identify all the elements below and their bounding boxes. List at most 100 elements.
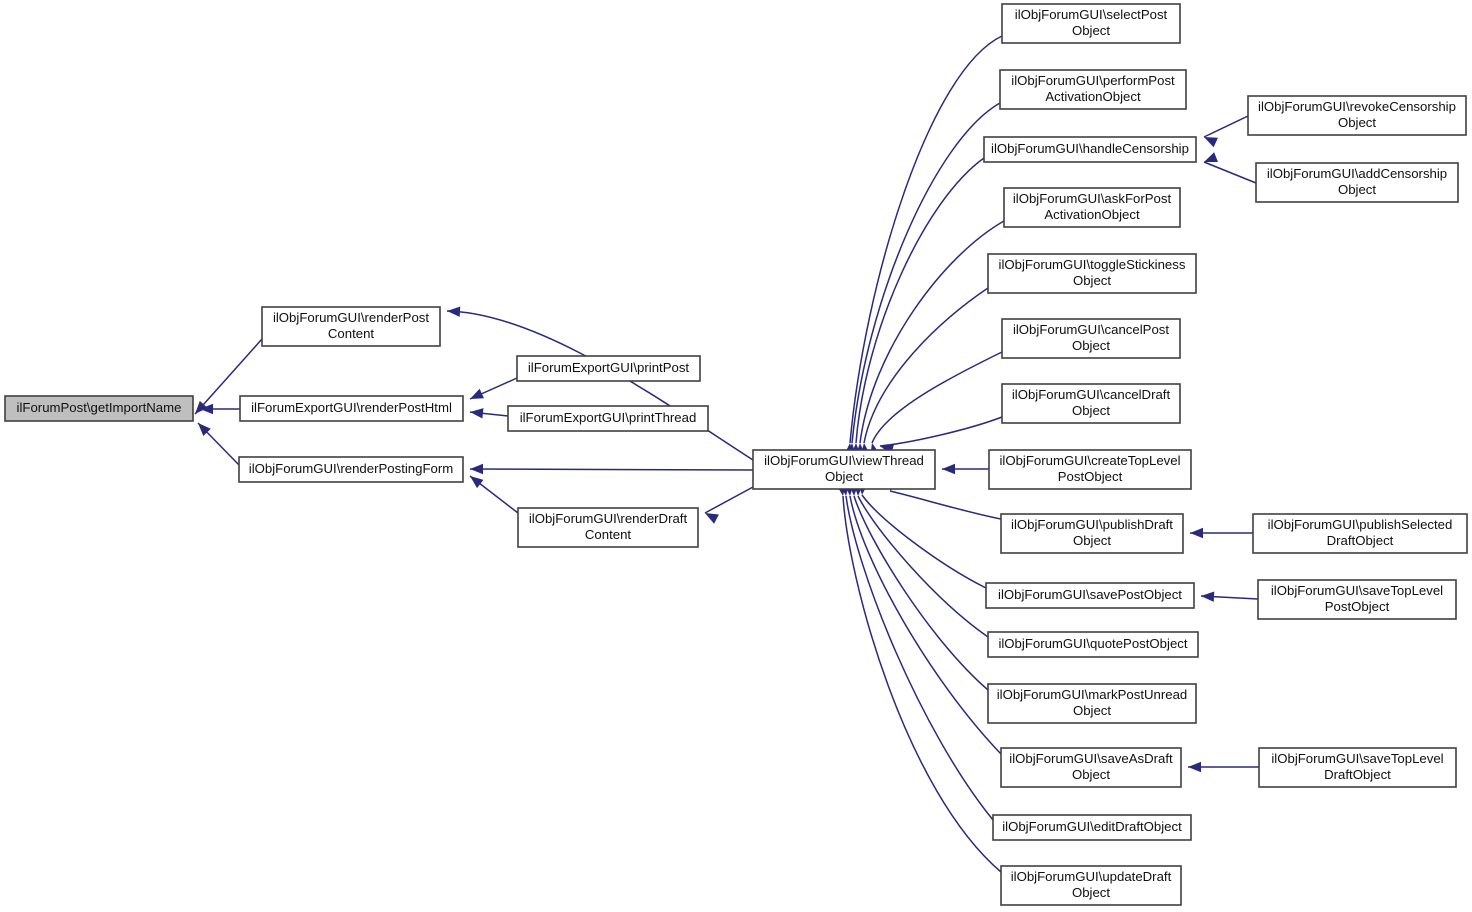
node-box[interactable] (261, 306, 441, 347)
call-edge (861, 494, 987, 589)
call-edge (842, 495, 1002, 873)
node-box[interactable] (999, 69, 1187, 110)
graph-node[interactable]: ilForumExportGUI\printPost (516, 355, 701, 382)
node-label: PostObject (1058, 469, 1123, 484)
call-edge (863, 287, 989, 444)
node-box[interactable] (752, 449, 936, 490)
node-label: ilObjForumGUI\viewThread (764, 453, 924, 468)
node-label: Object (1072, 338, 1110, 353)
node-box[interactable] (238, 456, 464, 483)
node-box[interactable] (985, 582, 1195, 609)
node-box[interactable] (1247, 95, 1467, 136)
node-box[interactable] (1000, 513, 1184, 554)
node-box[interactable] (987, 631, 1199, 658)
node-label: DraftObject (1324, 767, 1391, 782)
node-label: ilObjForumGUI\editDraftObject (1002, 819, 1182, 834)
node-box[interactable] (517, 507, 699, 548)
node-box[interactable] (988, 449, 1192, 490)
node-label: Object (1072, 767, 1110, 782)
node-box[interactable] (987, 683, 1197, 724)
graph-node[interactable]: ilObjForumGUI\renderPostingForm (238, 456, 464, 483)
node-label: ilObjForumGUI\askForPost (1013, 191, 1172, 206)
node-label: ilObjForumGUI\quotePostObject (998, 636, 1187, 651)
node-box[interactable] (1003, 187, 1181, 228)
arrowhead-icon (470, 408, 484, 419)
arrowhead-icon (1204, 152, 1219, 162)
node-label: ilObjForumGUI\revokeCensorship (1258, 99, 1456, 114)
call-edge (871, 351, 1003, 444)
graph-node[interactable]: ilForumExportGUI\printThread (507, 405, 709, 432)
graph-node[interactable]: ilForumPost\getImportName (4, 395, 194, 422)
node-label: DraftObject (1327, 533, 1394, 548)
node-label: Object (1073, 533, 1111, 548)
call-edge (857, 495, 989, 638)
node-layer: ilForumPost\getImportName ilObjForumGUI\r… (4, 3, 1468, 906)
graph-node[interactable]: ilObjForumGUI\handleCensorship (983, 136, 1197, 163)
edge-layer (194, 35, 1259, 873)
graph-node[interactable]: ilObjForumGUI\quotePostObject (987, 631, 1199, 658)
node-label: ilObjForumGUI\toggleStickiness (999, 257, 1186, 272)
node-label: ilObjForumGUI\saveAsDraft (1009, 751, 1173, 766)
node-label: Content (585, 527, 632, 542)
node-label: ilObjForumGUI\cancelDraft (1012, 387, 1171, 402)
arrowhead-icon (198, 423, 211, 436)
graph-node[interactable]: ilObjForumGUI\editDraftObject (992, 814, 1192, 841)
call-edge (851, 102, 1001, 444)
node-box[interactable] (239, 395, 464, 422)
call-edge (849, 35, 1003, 444)
node-box[interactable] (1258, 747, 1457, 788)
node-box[interactable] (1255, 162, 1459, 203)
arrowhead-icon (470, 476, 484, 489)
node-label: ilObjForumGUI\savePostObject (998, 587, 1182, 602)
call-edge (853, 495, 989, 691)
node-box[interactable] (1001, 3, 1181, 44)
node-label: ilObjForumGUI\publishSelected (1268, 517, 1453, 532)
node-label: Content (328, 326, 375, 341)
call-edge (879, 416, 1003, 447)
node-label: ilObjForumGUI\renderDraft (529, 511, 688, 526)
graph-node[interactable]: ilObjForumGUI\performPostActivationObjec… (999, 69, 1187, 110)
node-label: ilForumExportGUI\printPost (528, 360, 690, 375)
graph-node[interactable]: ilForumExportGUI\renderPostHtml (239, 395, 464, 422)
node-box[interactable] (1000, 865, 1182, 906)
call-edge (1203, 161, 1257, 184)
node-label: Object (1073, 703, 1111, 718)
node-box[interactable] (983, 136, 1197, 163)
node-box[interactable] (992, 814, 1192, 841)
arrowhead-icon (942, 463, 955, 475)
call-edge (194, 338, 263, 415)
graph-node[interactable]: ilObjForumGUI\savePostObject (985, 582, 1195, 609)
node-box[interactable] (1252, 513, 1468, 554)
node-box[interactable] (516, 355, 701, 382)
node-box[interactable] (4, 395, 194, 422)
arrowhead-icon (447, 306, 461, 317)
node-box[interactable] (507, 405, 709, 432)
node-label: ilObjForumGUI\performPost (1011, 73, 1175, 88)
node-label: ilObjForumGUI\renderPostingForm (249, 461, 453, 476)
node-box[interactable] (1000, 747, 1182, 788)
node-box[interactable] (1001, 383, 1181, 424)
node-box[interactable] (1257, 579, 1457, 620)
node-box[interactable] (1001, 318, 1181, 359)
node-box[interactable] (987, 253, 1197, 294)
